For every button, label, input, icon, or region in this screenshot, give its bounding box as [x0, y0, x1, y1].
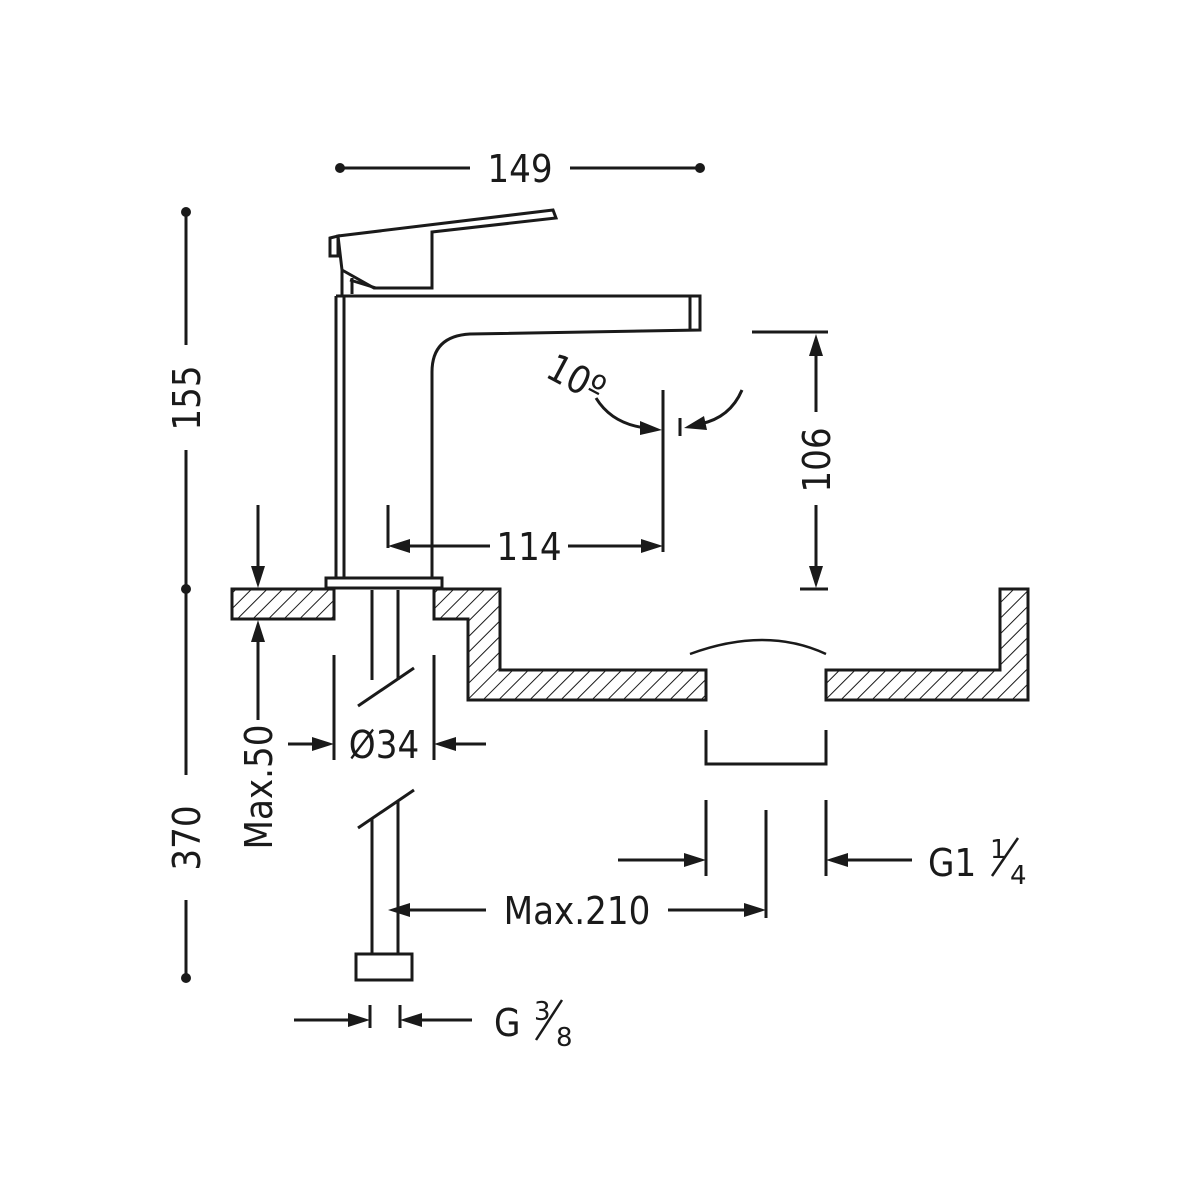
drain-outlet: G1 1 4 [618, 730, 1027, 918]
label-g1-den: 4 [1010, 861, 1027, 891]
dimension-spout-height: 106 [752, 330, 839, 591]
label-370: 370 [165, 805, 209, 870]
label-114: 114 [496, 525, 561, 569]
dimension-hole-diameter: Ø34 [288, 655, 486, 767]
label-149: 149 [487, 147, 552, 191]
label-106: 106 [795, 427, 839, 492]
dimension-width-149: 149 [335, 147, 705, 191]
label-g1-num: 1 [990, 835, 1007, 865]
label-g-num: 3 [534, 997, 551, 1027]
faucet-body [324, 208, 702, 590]
label-10deg: 10º [539, 345, 612, 412]
dimension-counter-thickness: Max.50 [237, 505, 281, 850]
dimension-hose-reach: Max.210 [388, 889, 766, 933]
label-155: 155 [165, 365, 209, 430]
label-max50: Max.50 [237, 724, 281, 849]
label-g-den: 8 [556, 1023, 573, 1053]
basin-section [230, 587, 1030, 702]
dimension-height-left: 155 370 [165, 207, 209, 983]
label-max210: Max.210 [504, 889, 651, 933]
dimension-supply-thread: G 3 8 [294, 997, 573, 1053]
label-g1: G1 [928, 841, 976, 885]
label-g: G [494, 1001, 521, 1045]
supply-hose [354, 590, 415, 982]
dimension-spout-reach: 114 [386, 390, 665, 569]
dimension-tilt-angle: 10º [539, 345, 744, 436]
label-d34: Ø34 [349, 723, 419, 767]
